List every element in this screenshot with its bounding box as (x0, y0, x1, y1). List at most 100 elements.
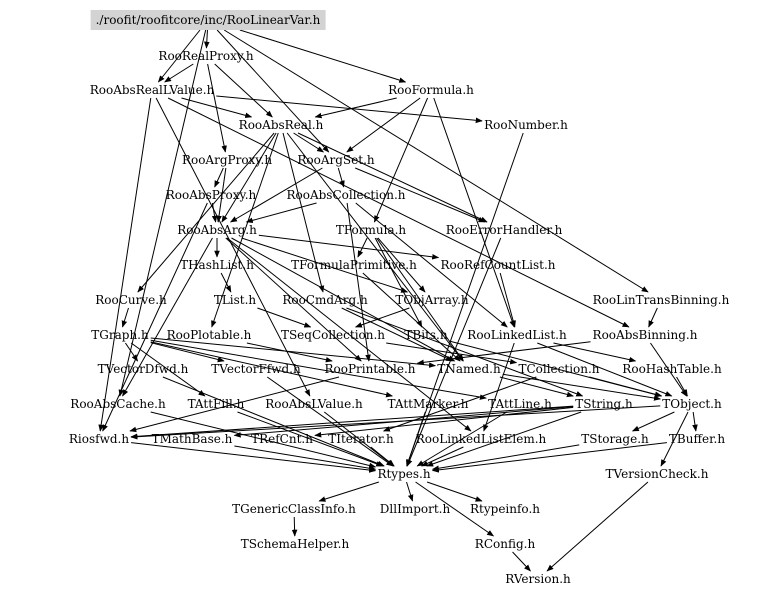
node-tAttFill[interactable]: TAttFill.h (187, 397, 245, 411)
dependency-edge (314, 97, 397, 119)
dependency-edge (416, 341, 591, 366)
dependency-edge (181, 97, 253, 119)
node-rooCmdArg[interactable]: RooCmdArg.h (282, 293, 368, 307)
dependency-edge (386, 342, 518, 365)
node-tMathBase[interactable]: TMathBase.h (151, 432, 233, 446)
dependency-edge (499, 376, 574, 398)
node-rooAbsRealLValue[interactable]: RooAbsRealLValue.h (89, 83, 215, 97)
dependency-edge (258, 234, 440, 260)
dependency-edge (121, 307, 129, 328)
node-rooNumber[interactable]: RooNumber.h (484, 118, 568, 132)
node-tFormula[interactable]: TFormula.h (335, 223, 407, 237)
dependency-edge (155, 97, 311, 397)
node-tAttLine[interactable]: TAttLine.h (488, 397, 552, 411)
node-rConfig[interactable]: RConfig.h (474, 537, 536, 551)
node-rooAbsLValue[interactable]: RooAbsLValue.h (265, 397, 363, 411)
node-rooPlotable[interactable]: RooPlotable.h (166, 328, 252, 342)
node-rtypeinfo[interactable]: Rtypeinfo.h (470, 502, 540, 516)
dependency-edge (502, 373, 661, 401)
node-tVectorFfwd[interactable]: TVectorFfwd.h (211, 362, 301, 376)
dependency-edge (377, 237, 426, 293)
node-riosfwd[interactable]: Riosfwd.h (68, 432, 130, 446)
node-tString[interactable]: TString.h (575, 397, 633, 411)
node-rooAbsBinning[interactable]: RooAbsBinning.h (592, 328, 698, 342)
node-rooArgProxy[interactable]: RooArgProxy.h (181, 153, 273, 167)
dependency-edge (406, 481, 414, 502)
dependency-edge (631, 411, 675, 432)
node-tBits[interactable]: TBits.h (404, 328, 448, 342)
node-tVectorDfwd[interactable]: TVectorDfwd.h (97, 362, 189, 376)
node-tGenericClassInfo[interactable]: TGenericClassInfo.h (232, 502, 356, 516)
node-rooAbsCache[interactable]: RooAbsCache.h (70, 397, 166, 411)
dependency-edge (499, 272, 516, 328)
dependency-edge (231, 237, 456, 362)
node-rooRealProxy[interactable]: RooRealProxy.h (158, 49, 254, 63)
node-tObjArray[interactable]: TObjArray.h (395, 293, 469, 307)
node-tRefCnt[interactable]: TRefCnt.h (251, 432, 313, 446)
node-rooPrintable[interactable]: RooPrintable.h (324, 362, 416, 376)
dependency-edge (354, 307, 410, 328)
dependency-edge (150, 337, 437, 368)
node-tSchemaHelper[interactable]: TSchemaHelper.h (240, 537, 350, 551)
node-tNamed[interactable]: TNamed.h (437, 362, 501, 376)
node-rooLinTransBinning[interactable]: RooLinTransBinning.h (592, 293, 730, 307)
node-tBuffer[interactable]: TBuffer.h (668, 432, 726, 446)
dependency-edge (297, 132, 488, 223)
dependency-edge (129, 376, 340, 433)
dependency-edge (374, 237, 423, 328)
dependency-edge (239, 29, 407, 83)
node-rVersion[interactable]: RVersion.h (505, 572, 571, 586)
node-tCollection[interactable]: TCollection.h (518, 362, 600, 376)
dependency-edge (431, 442, 667, 473)
dependency-edge (376, 237, 464, 362)
node-rooCurve[interactable]: RooCurve.h (95, 293, 167, 307)
dependency-edge (362, 272, 461, 362)
node-rooHashTable[interactable]: RooHashTable.h (622, 362, 722, 376)
dependency-edge (483, 342, 515, 432)
node-rooAbsArg[interactable]: RooAbsArg.h (177, 223, 257, 237)
node-tAttMarker[interactable]: TAttMarker.h (387, 397, 469, 411)
dependency-edge (245, 202, 317, 224)
node-tHashList[interactable]: THashList.h (180, 258, 254, 272)
node-rooAbsReal[interactable]: RooAbsReal.h (238, 118, 324, 132)
dependency-edge (318, 481, 380, 502)
dependency-edge (221, 132, 277, 223)
dependency-edge (130, 405, 574, 440)
dependency-edge (431, 444, 580, 471)
dependency-edge (286, 132, 464, 362)
node-rooLinkedList[interactable]: RooLinkedList.h (467, 328, 567, 342)
dependency-edge (102, 202, 208, 432)
node-rooAbsProxy[interactable]: RooAbsProxy.h (165, 188, 257, 202)
node-tIterator[interactable]: TIterator.h (328, 432, 394, 446)
node-tGraph[interactable]: TGraph.h (91, 328, 149, 342)
node-tList[interactable]: TList.h (213, 293, 257, 307)
node-rooRefCountList[interactable]: RooRefCountList.h (440, 258, 556, 272)
dependency-edge (355, 202, 508, 328)
dependency-edge (373, 97, 429, 223)
node-rtypes[interactable]: Rtypes.h (377, 467, 431, 481)
node-rooErrorHandler[interactable]: RooErrorHandler.h (445, 223, 563, 237)
node-tFormulaPrimitive[interactable]: TFormulaPrimitive.h (291, 258, 417, 272)
node-root-file[interactable]: ./roofit/roofitcore/inc/RooLinearVar.h (90, 10, 326, 30)
dependency-edge (415, 481, 495, 537)
node-tSeqCollection[interactable]: TSeqCollection.h (280, 328, 386, 342)
dependency-edge (341, 307, 453, 362)
dependency-edge (257, 307, 312, 328)
dependency-edge (589, 376, 663, 398)
node-rooAbsCollection[interactable]: RooAbsCollection.h (286, 188, 406, 202)
dependency-edge (216, 95, 483, 124)
node-rooArgSet[interactable]: RooArgSet.h (297, 153, 375, 167)
node-tStorage[interactable]: TStorage.h (581, 432, 649, 446)
dependency-edge (167, 97, 630, 328)
dependency-edge (150, 341, 393, 398)
node-rooFormula[interactable]: RooFormula.h (388, 83, 474, 97)
node-dllImport[interactable]: DllImport.h (379, 502, 451, 516)
dependency-edge (426, 481, 483, 502)
node-rooLinkedListElem[interactable]: RooLinkedListElem.h (415, 432, 547, 446)
node-tVersionCheck[interactable]: TVersionCheck.h (605, 467, 709, 481)
dependency-edge (512, 551, 531, 572)
dependency-edge (370, 446, 395, 467)
node-tObject[interactable]: TObject.h (662, 397, 722, 411)
